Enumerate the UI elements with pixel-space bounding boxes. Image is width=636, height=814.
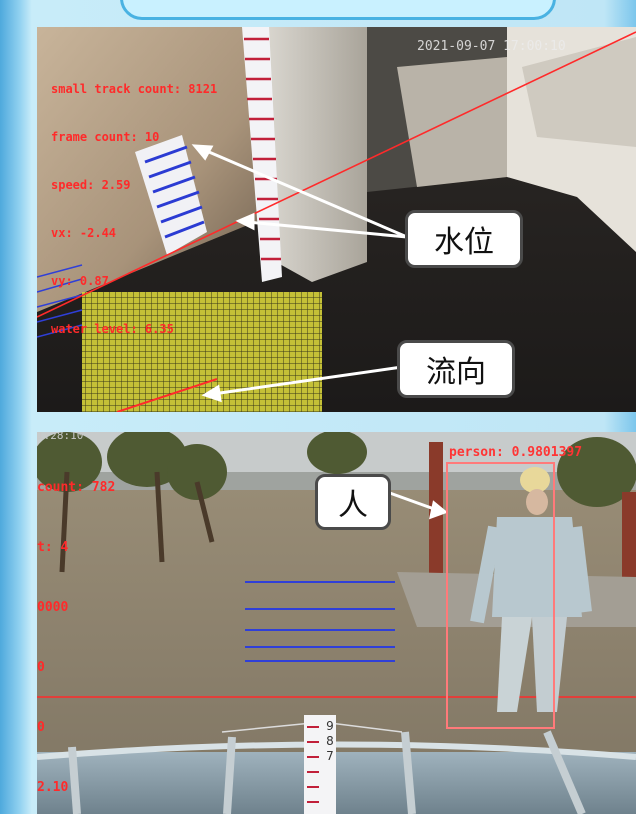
header-pill	[120, 0, 556, 20]
stat-line-3: 0000	[37, 600, 69, 615]
stat-small-track-count: small track count: 8121	[51, 82, 218, 96]
stat-line-5: 0	[37, 720, 45, 735]
stat-count: count: 782	[37, 480, 116, 495]
gauge-digit: 7	[326, 749, 334, 763]
callout-person: 人	[315, 474, 391, 530]
stat-vy: vy: 0.87	[51, 274, 109, 288]
video-timestamp: 2021-09-07 17:00:10	[417, 39, 566, 54]
stat-water-level: water level: 6.35	[51, 322, 174, 336]
water-scene-graphic	[37, 27, 636, 412]
person-detection-camera-view: 1:28:10 count: 782 t: 4 0000 0 0 2.10 pe…	[37, 432, 636, 814]
water-level-camera-view: 2021-09-07 17:00:10 small track count: 8…	[37, 27, 636, 412]
detection-stats: count: 782 t: 4 0000 0 0 2.10	[37, 438, 115, 814]
stat-vx: vx: -2.44	[51, 226, 117, 240]
callout-water-level: 水位	[405, 210, 523, 268]
stat-line-4: 0	[37, 660, 45, 675]
stat-t: t: 4	[37, 540, 69, 555]
gauge-numbers: 9 8 7	[323, 719, 337, 764]
tracking-stats: small track count: 8121 frame count: 10 …	[51, 49, 217, 369]
stat-frame-count: frame count: 10	[51, 130, 160, 144]
partial-timestamp: 1:28:10	[37, 432, 84, 442]
gauge-digit: 9	[326, 719, 334, 733]
detection-label: person: 0.9801397	[449, 445, 583, 460]
stat-speed: speed: 2.59	[51, 178, 131, 192]
gauge-digit: 8	[326, 734, 334, 748]
stat-line-6: 2.10	[37, 780, 69, 795]
callout-flow-direction: 流向	[397, 340, 515, 398]
person-bounding-box	[446, 462, 555, 729]
